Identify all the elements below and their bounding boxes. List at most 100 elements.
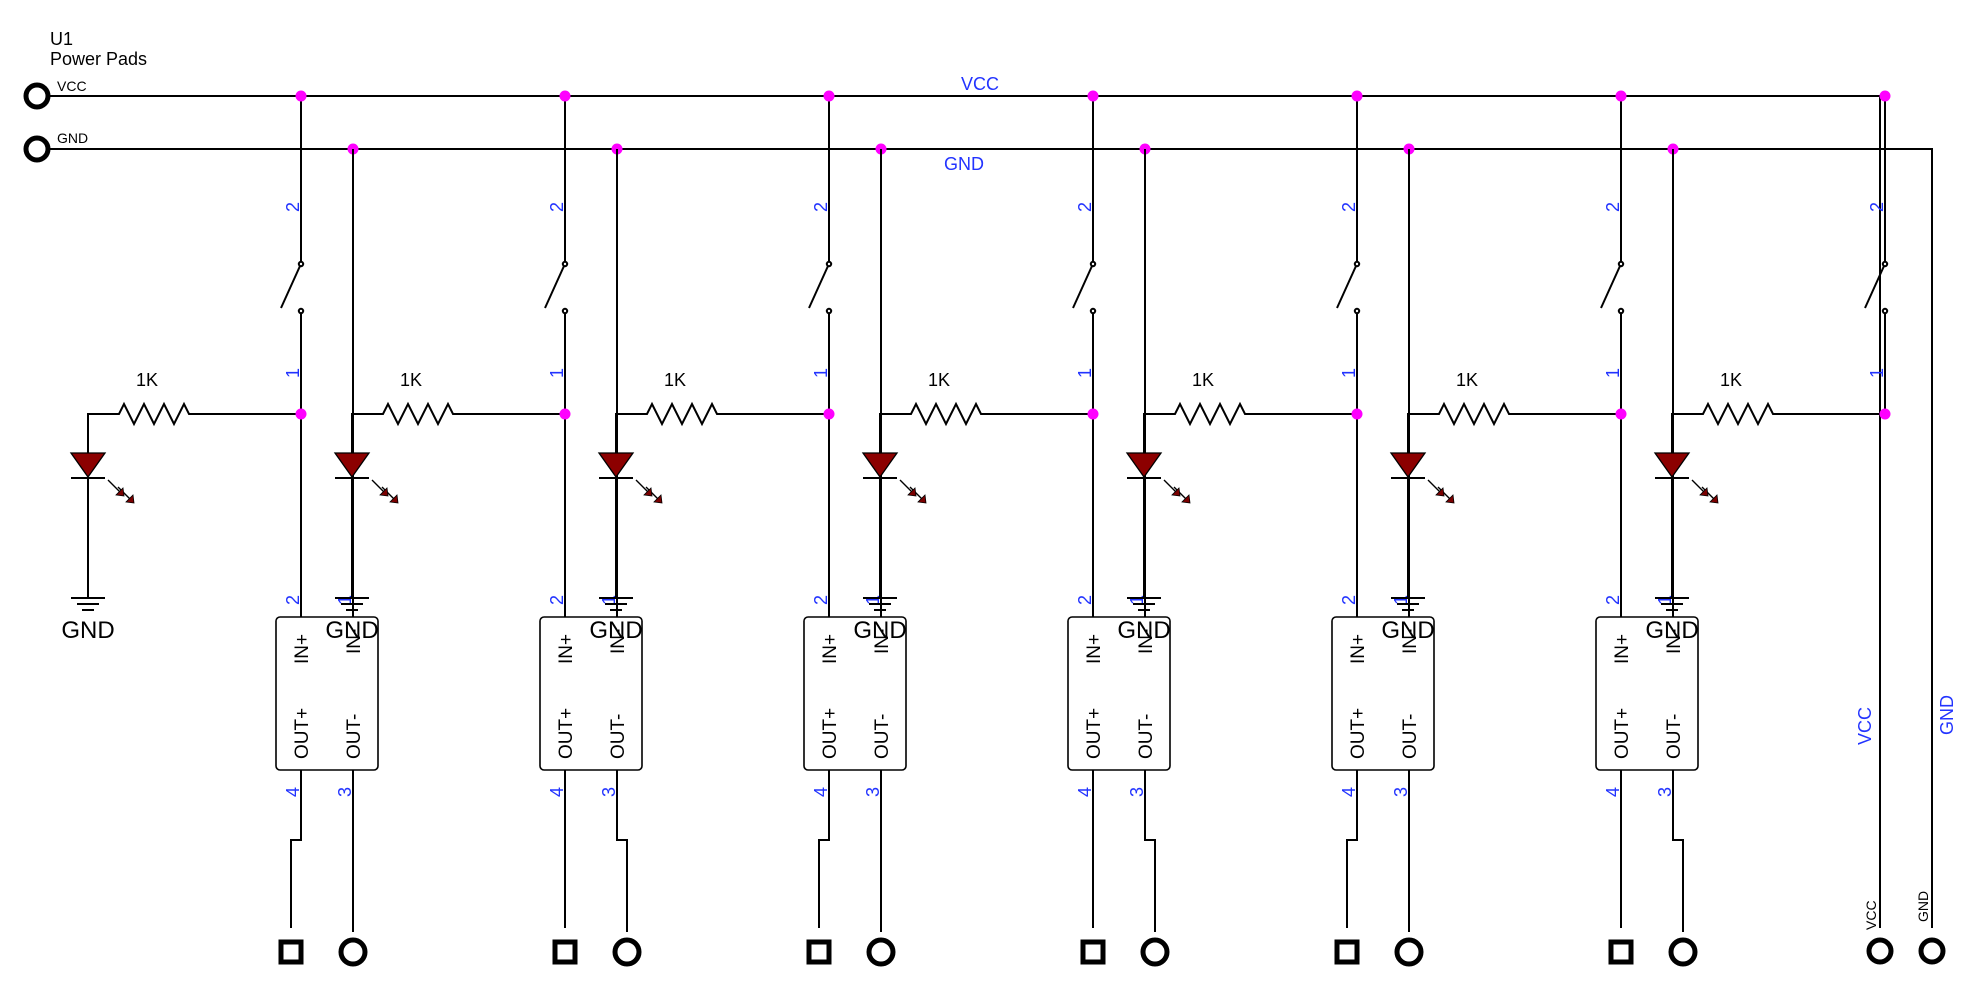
module-pin-in-plus: 2 bbox=[1339, 595, 1359, 605]
component-title: Power Pads bbox=[50, 49, 147, 69]
module-in-minus-label: IN- bbox=[1664, 629, 1685, 654]
resistor-junction-dot bbox=[559, 408, 571, 420]
output-pad-square bbox=[1334, 939, 1360, 965]
led-symbol bbox=[861, 452, 899, 479]
ground-symbol bbox=[1655, 597, 1689, 611]
vcc-junction-dot bbox=[295, 90, 307, 102]
switch-contact-bottom bbox=[825, 307, 833, 315]
output-pad-round bbox=[1140, 937, 1170, 967]
vcc-junction-dot bbox=[1087, 90, 1099, 102]
vcc-junction-dot bbox=[559, 90, 571, 102]
led-symbol bbox=[69, 452, 107, 479]
module-pin-in-minus: 1 bbox=[599, 595, 619, 605]
resistor-junction-dot bbox=[295, 408, 307, 420]
module-pin-out-plus: 4 bbox=[811, 787, 831, 797]
led-symbol bbox=[1653, 452, 1691, 479]
switch-contact-top bbox=[561, 260, 569, 268]
led-cathode-wire bbox=[599, 477, 633, 598]
ground-symbol bbox=[335, 597, 369, 611]
switch-contact-bottom bbox=[297, 307, 305, 315]
module-out-minus-label: OUT- bbox=[344, 714, 365, 759]
switch-lever bbox=[1600, 265, 1621, 309]
vcc-output-pad-label: VCC bbox=[1863, 900, 1879, 930]
module-in-plus-label: IN+ bbox=[1612, 634, 1633, 664]
module-pin-in-plus: 2 bbox=[1075, 595, 1095, 605]
led-cathode-wire bbox=[1655, 477, 1689, 598]
module-in-plus-label: IN+ bbox=[292, 634, 313, 664]
module-out-plus-label: OUT+ bbox=[292, 708, 313, 759]
switch-lever bbox=[1336, 265, 1357, 309]
gnd-pad-label: GND bbox=[57, 130, 88, 146]
switch-contact-bottom bbox=[561, 307, 569, 315]
led-arrow-heads bbox=[1171, 487, 1191, 504]
resistor-junction-dot bbox=[1087, 408, 1099, 420]
ground-label: GND bbox=[1381, 617, 1434, 644]
led-symbol bbox=[1389, 452, 1427, 479]
module-pin-out-plus: 4 bbox=[283, 787, 303, 797]
switch-contact-bottom bbox=[1089, 307, 1097, 315]
switch-lever bbox=[544, 265, 565, 309]
switch-pin-1-label: 1 bbox=[547, 368, 567, 378]
switch-contact-bottom bbox=[1353, 307, 1361, 315]
vcc-junction-dot bbox=[1879, 90, 1891, 102]
output-pad-round bbox=[1668, 937, 1698, 967]
module-pin-in-minus: 1 bbox=[863, 595, 883, 605]
switch-contact-top bbox=[1089, 260, 1097, 268]
switch-pin-2-label: 2 bbox=[547, 202, 567, 212]
ground-label: GND bbox=[853, 617, 906, 644]
switch-pin-1-label: 1 bbox=[1603, 368, 1623, 378]
switch-contact-top bbox=[825, 260, 833, 268]
led-cathode-wire bbox=[335, 477, 369, 598]
module-out-plus-label: OUT+ bbox=[1612, 708, 1633, 759]
vcc-input-pad bbox=[23, 82, 51, 110]
converter-module bbox=[1595, 616, 1699, 771]
module-in-minus-label: IN- bbox=[1400, 629, 1421, 654]
led-arrow-heads bbox=[115, 487, 135, 504]
switch-contact-top bbox=[297, 260, 305, 268]
resistor bbox=[879, 401, 1093, 453]
gnd-rail bbox=[48, 148, 1933, 928]
module-pin-out-minus: 3 bbox=[863, 787, 883, 797]
resistor bbox=[1143, 401, 1357, 453]
switch-contact-bottom bbox=[1881, 307, 1889, 315]
gnd-input-pad bbox=[23, 135, 51, 163]
module-pin-out-minus: 3 bbox=[599, 787, 619, 797]
vcc-rail bbox=[48, 95, 1881, 928]
module-pin-out-plus: 4 bbox=[547, 787, 567, 797]
switch-lever bbox=[1072, 265, 1093, 309]
switch-lever bbox=[808, 265, 829, 309]
converter-module bbox=[539, 616, 643, 771]
module-in-minus-label: IN- bbox=[1136, 629, 1157, 654]
output-pad-square bbox=[1608, 939, 1634, 965]
switch-pin-1-label: 1 bbox=[283, 368, 303, 378]
resistor-value-label: 1K bbox=[1192, 370, 1214, 390]
module-pin-out-plus: 4 bbox=[1603, 787, 1623, 797]
module-pin-out-minus: 3 bbox=[1391, 787, 1411, 797]
resistor-junction-dot bbox=[823, 408, 835, 420]
led-cathode-wire bbox=[71, 477, 105, 598]
vcc-net-label-vertical: VCC bbox=[1855, 707, 1875, 745]
led-arrow-heads bbox=[907, 487, 927, 504]
module-pin-in-minus: 1 bbox=[1655, 595, 1675, 605]
module-pin-in-plus: 2 bbox=[283, 595, 303, 605]
module-pin-in-plus: 2 bbox=[1603, 595, 1623, 605]
output-pad-round bbox=[1394, 937, 1424, 967]
output-pad-square bbox=[1080, 939, 1106, 965]
module-pin-in-plus: 2 bbox=[811, 595, 831, 605]
led-cathode-wire bbox=[863, 477, 897, 598]
ground-label: GND bbox=[589, 617, 642, 644]
module-pin-in-minus: 1 bbox=[335, 595, 355, 605]
vcc-junction-dot bbox=[1351, 90, 1363, 102]
switch-pin-2-label: 2 bbox=[1339, 202, 1359, 212]
vcc-junction-dot bbox=[1615, 90, 1627, 102]
gnd-output-pad bbox=[1918, 937, 1946, 965]
led-arrow-heads bbox=[1699, 487, 1719, 504]
converter-module bbox=[803, 616, 907, 771]
resistor-value-label: 1K bbox=[136, 370, 158, 390]
